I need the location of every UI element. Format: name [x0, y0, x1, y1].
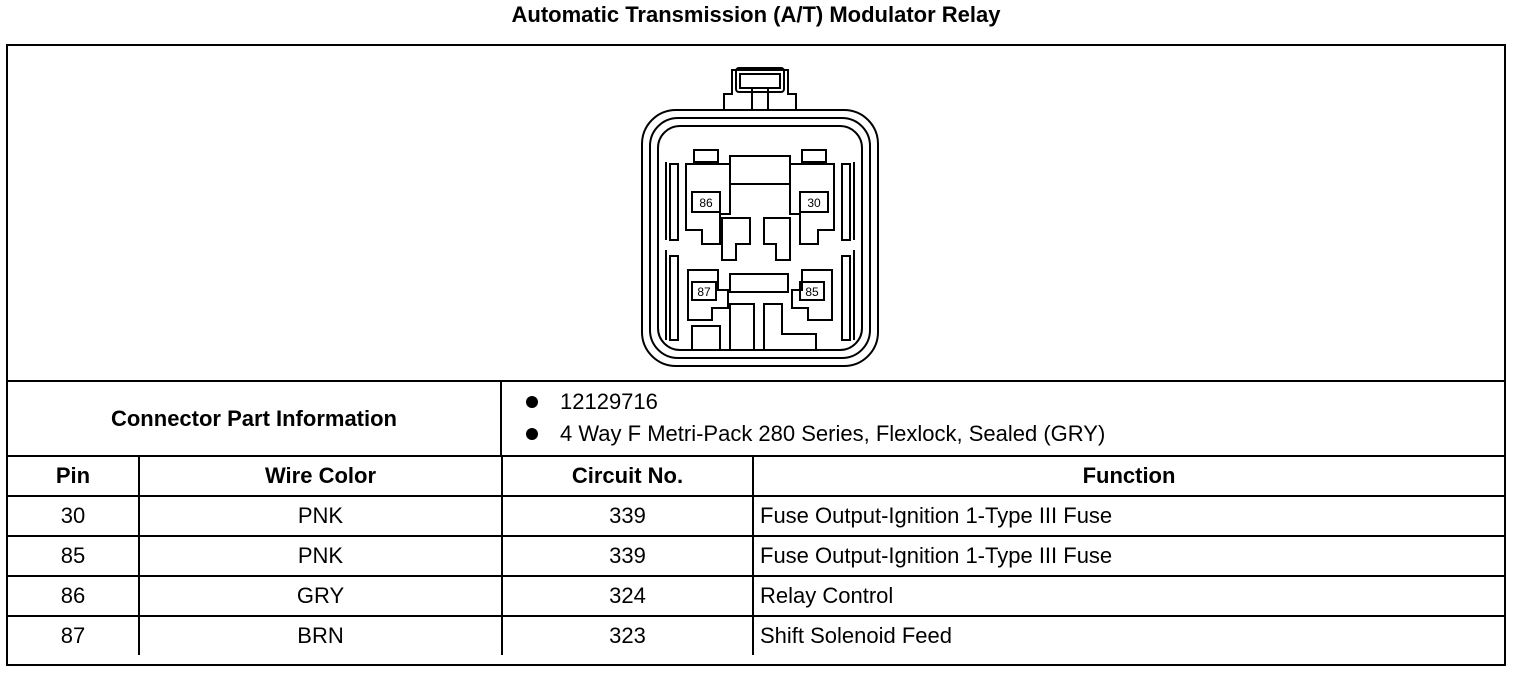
cell-pin: 85 — [8, 535, 140, 577]
table-row: 85 PNK 339 Fuse Output-Ignition 1-Type I… — [8, 535, 1504, 577]
page-title: Automatic Transmission (A/T) Modulator R… — [511, 2, 1001, 27]
pin-label-85: 85 — [805, 285, 819, 299]
part-number: 12129716 — [560, 389, 658, 414]
connector-info-list: 12129716 4 Way F Metri-Pack 280 Series, … — [502, 386, 1502, 450]
cell-circuit: 324 — [501, 575, 754, 617]
table-row: 30 PNK 339 Fuse Output-Ignition 1-Type I… — [8, 495, 1504, 537]
list-item: 12129716 — [502, 386, 1502, 418]
bullet-icon — [526, 428, 538, 440]
connector-diagram: 86 30 87 85 — [8, 46, 1504, 382]
connector-info-label: Connector Part Information — [8, 382, 502, 455]
header-function: Function — [752, 457, 1504, 497]
cell-circuit: 323 — [501, 615, 754, 655]
cell-wire-color: BRN — [138, 615, 503, 655]
header-wire-color: Wire Color — [138, 457, 503, 497]
connector-part-info: Connector Part Information 12129716 4 Wa… — [8, 382, 1504, 457]
cell-wire-color: PNK — [138, 495, 503, 537]
header-circuit-no: Circuit No. — [501, 457, 754, 497]
header-pin: Pin — [8, 457, 140, 497]
connector-face-icon: 86 30 87 85 — [641, 67, 879, 367]
pin-table: Pin Wire Color Circuit No. Function 30 P… — [8, 457, 1504, 655]
cell-wire-color: PNK — [138, 535, 503, 577]
cell-function: Fuse Output-Ignition 1-Type III Fuse — [752, 535, 1504, 577]
table-header-row: Pin Wire Color Circuit No. Function — [8, 457, 1504, 497]
pin-label-30: 30 — [807, 196, 821, 210]
cell-circuit: 339 — [501, 535, 754, 577]
connector-description: 4 Way F Metri-Pack 280 Series, Flexlock,… — [560, 421, 1106, 446]
list-item: 4 Way F Metri-Pack 280 Series, Flexlock,… — [502, 418, 1502, 450]
bullet-icon — [526, 396, 538, 408]
table-row: 87 BRN 323 Shift Solenoid Feed — [8, 615, 1504, 655]
connector-sheet: 86 30 87 85 Connector Part Information 1… — [6, 44, 1506, 666]
cell-function: Fuse Output-Ignition 1-Type III Fuse — [752, 495, 1504, 537]
cell-wire-color: GRY — [138, 575, 503, 617]
cell-function: Relay Control — [752, 575, 1504, 617]
pin-label-87: 87 — [697, 285, 711, 299]
cell-pin: 87 — [8, 615, 140, 655]
cell-pin: 86 — [8, 575, 140, 617]
cell-pin: 30 — [8, 495, 140, 537]
cell-circuit: 339 — [501, 495, 754, 537]
table-row: 86 GRY 324 Relay Control — [8, 575, 1504, 617]
cell-function: Shift Solenoid Feed — [752, 615, 1504, 655]
pin-label-86: 86 — [699, 196, 713, 210]
